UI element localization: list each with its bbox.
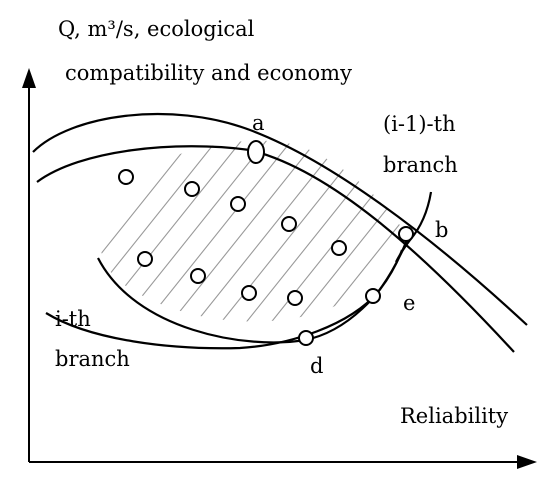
point-marker — [230, 196, 246, 212]
point-marker — [184, 181, 200, 197]
interior-points — [118, 169, 347, 306]
y-axis-arrow-icon — [22, 68, 36, 88]
prev-branch-label-line1: (i-1)-th — [383, 112, 456, 136]
point-e-marker — [365, 288, 381, 304]
point-marker — [241, 285, 257, 301]
curr-branch-label-line2: branch — [55, 347, 130, 371]
point-marker — [137, 251, 153, 267]
point-marker — [331, 240, 347, 256]
x-axis-arrow-icon — [517, 455, 537, 469]
upper-curve-inner — [36, 145, 515, 353]
point-b-label: b — [435, 218, 448, 242]
point-a-label: a — [252, 111, 265, 135]
lower-branch-inner — [45, 231, 410, 350]
point-a-marker — [247, 140, 265, 164]
axes — [22, 68, 537, 469]
point-d-label: d — [310, 354, 323, 378]
prev-branch-label-line2: branch — [383, 153, 458, 177]
point-marker — [281, 216, 297, 232]
point-marker — [287, 290, 303, 306]
point-marker — [118, 169, 134, 185]
point-d-marker — [298, 330, 314, 346]
y-axis-label-line1: Q, m³/s, ecological — [58, 17, 255, 41]
point-b-marker — [398, 226, 414, 242]
y-axis-label-line2: compatibility and economy — [65, 61, 352, 85]
curr-branch-label-line1: i-th — [55, 307, 91, 331]
point-e-label: e — [403, 291, 415, 315]
point-marker — [190, 268, 206, 284]
upper-curve-outer — [32, 112, 528, 326]
x-axis-label: Reliability — [400, 404, 508, 428]
